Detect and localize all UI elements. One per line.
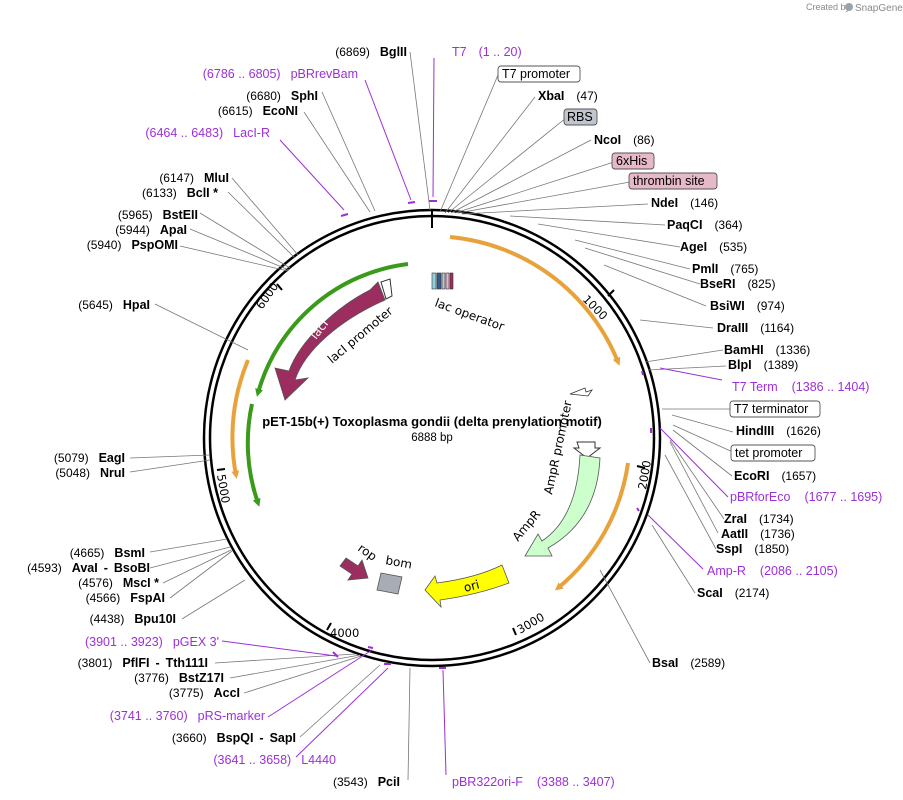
enzyme-msci: (4576)MscI * — [78, 576, 159, 590]
svg-text:tet promoter: tet promoter — [735, 446, 802, 460]
enzyme-bglii: (6869)BglII — [335, 45, 407, 59]
green-arc-left — [245, 403, 261, 507]
enzyme-fspai: (4566)FspAI — [86, 591, 165, 605]
enzyme-scai: ScaI(2174) — [697, 586, 769, 600]
ampR-feature-arrow — [524, 454, 601, 557]
primer-pgex3: (3901 .. 3923)pGEX 3' — [85, 635, 219, 649]
orf-arc-insert — [449, 235, 621, 366]
enzyme-zrai: ZraI(1734) — [724, 512, 794, 526]
bom-label: bom — [384, 553, 413, 571]
lac-operator-label: lac operator — [433, 296, 506, 334]
primer-pbr322ori-f: pBR322ori-F(3388 .. 3407) — [452, 775, 615, 789]
orf-arc-left — [230, 359, 250, 479]
enzyme-pmli: PmlI(765) — [692, 262, 758, 276]
feature-box-thrombin-site: thrombin site — [628, 172, 718, 190]
primer-prs-marker: (3741 .. 3760)pRS-marker — [110, 709, 265, 723]
enzyme-hindiii: HindIII(1626) — [736, 424, 821, 438]
scale-ticks — [216, 210, 646, 636]
primer-amp-r: Amp-R(2086 .. 2105) — [707, 564, 838, 578]
enzyme-bamhi: BamHI(1336) — [724, 343, 810, 357]
feature-box-t7-terminator: T7 terminator — [729, 400, 821, 418]
enzyme-bstz17i: (3776)BstZ17I — [134, 671, 224, 685]
enzyme-hpai: (5645)HpaI — [78, 298, 150, 312]
enzyme-xbai: XbaI(47) — [538, 89, 598, 103]
primer-t7-term: T7 Term(1386 .. 1404) — [732, 380, 869, 394]
enzyme-bpu10i: (4438)Bpu10I — [90, 612, 176, 626]
enzyme-bspqi-sapi: (3660)BspQI-SapI — [172, 731, 296, 745]
enzyme-sspi: SspI(1850) — [716, 542, 789, 556]
enzyme-draiii: DraIII(1164) — [717, 321, 794, 335]
tick-label-5000: 5000 — [214, 473, 233, 504]
enzyme-bsteii: (5965)BstEII — [118, 208, 198, 222]
orf-arc-ampr — [554, 462, 630, 591]
lac-operator-glyph — [431, 272, 454, 290]
feature-box-rbs: RBS — [563, 108, 598, 126]
plasmid-size: 6888 bp — [411, 432, 453, 444]
primer-lines — [221, 57, 729, 776]
snapgene-logo-icon — [845, 3, 853, 11]
enzyme-bseri: BseRI(825) — [700, 277, 775, 291]
primer-l4440: (3641 .. 3658)L4440 — [213, 753, 336, 767]
lacI-feature-arrow — [274, 281, 386, 401]
ori-label: ori — [462, 577, 481, 595]
enzyme-bsiwi: BsiWI(974) — [710, 299, 785, 313]
enzyme-blpi: BlpI(1389) — [728, 358, 798, 372]
enzyme-econi: (6615)EcoNI — [218, 104, 298, 118]
enzyme-acci: (3775)AccI — [169, 686, 240, 700]
primer-laci-r: (6464 .. 6483)LacI-R — [145, 126, 270, 140]
enzyme-bsai: BsaI(2589) — [652, 656, 725, 670]
green-arc-lacI — [255, 262, 409, 397]
svg-text:thrombin site: thrombin site — [633, 174, 705, 188]
bom-feature — [376, 572, 403, 595]
tick-label-4000: 4000 — [330, 626, 359, 640]
svg-text:T7 promoter: T7 promoter — [502, 67, 570, 81]
enzyme-aatii: AatII(1736) — [721, 527, 795, 541]
enzyme-sphi: (6680)SphI — [246, 89, 318, 103]
rop-feature-arrow — [339, 557, 369, 581]
enzyme-eagi: (5079)EagI — [54, 451, 125, 465]
primer-t7: T7(1 .. 20) — [452, 45, 522, 59]
credit-text: Created by — [806, 2, 851, 12]
ori-feature-arrow — [424, 564, 510, 609]
svg-text:6xHis: 6xHis — [616, 154, 647, 168]
enzyme-agei: AgeI(535) — [680, 240, 747, 254]
enzyme-ecori: EcoRI(1657) — [734, 469, 816, 483]
feature-box-t7-promoter: T7 promoter — [497, 65, 581, 83]
enzyme-nrui: (5048)NruI — [55, 466, 125, 480]
rop-label: rop — [355, 541, 379, 564]
credit-brand: SnapGene — [855, 3, 903, 14]
enzyme-ncoi: NcoI(86) — [594, 133, 654, 147]
enzyme-bcli: (6133)BclI * — [142, 186, 218, 200]
leader-lines — [129, 51, 736, 781]
enzyme-pcii: (3543)PciI — [333, 775, 400, 789]
enzyme-ndei: NdeI(146) — [651, 196, 718, 210]
tick-label-2000: 2000 — [635, 459, 654, 490]
plasmid-name: pET-15b(+) Toxoplasma gondii (delta pren… — [262, 414, 602, 429]
primer-pbrforeco: pBRforEco(1677 .. 1695) — [730, 490, 882, 504]
enzyme-avai-bsobi: (4593)AvaI-BsoBI — [27, 561, 150, 575]
enzyme-mlui: (6147)MluI — [159, 171, 229, 185]
enzyme-apai: (5944)ApaI — [115, 223, 187, 237]
feature-box-tet-promoter: tet promoter — [730, 444, 816, 462]
enzyme-pspomi: (5940)PspOMI — [87, 238, 178, 252]
enzyme-paqci: PaqCI(364) — [667, 218, 742, 232]
t7-terminator-glyph — [569, 387, 593, 397]
tick-label-3000: 3000 — [515, 610, 547, 637]
primer-markers — [332, 200, 652, 669]
svg-text:RBS: RBS — [567, 110, 593, 124]
svg-text:T7 terminator: T7 terminator — [734, 402, 808, 416]
primer-pbrrevbam: (6786 .. 6805)pBRrevBam — [203, 67, 358, 81]
lacI-promoter-arrow — [380, 278, 393, 300]
enzyme-pflfi-tth111i: (3801)PflFI-Tth111I — [78, 656, 208, 670]
enzyme-bsmi: (4665)BsmI — [70, 546, 145, 560]
feature-box-6xhis: 6xHis — [611, 152, 655, 170]
ampR-promoter-arrow — [572, 441, 602, 459]
